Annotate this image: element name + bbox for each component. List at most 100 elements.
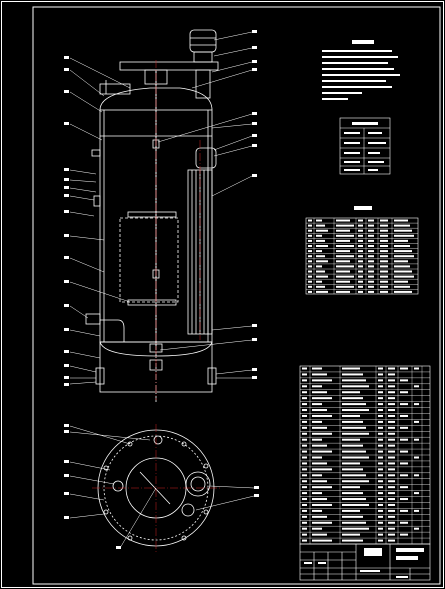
table-cell-text: [302, 533, 307, 536]
table-cell-text: [400, 391, 408, 394]
technical-notes: [322, 40, 400, 100]
table-cell-text: [394, 229, 412, 232]
table-cell-text: [312, 391, 327, 394]
table-cell-text: [380, 285, 388, 288]
table-cell-text: [312, 468, 332, 471]
table-cell-text: [342, 367, 360, 370]
inner-baffle: [119, 217, 179, 303]
table-cell-text: [378, 503, 383, 506]
table-cell-text: [302, 492, 307, 495]
table-cell-text: [312, 462, 327, 465]
table-cell-text: [316, 275, 328, 278]
table-cell-text: [378, 444, 383, 447]
table-cell-text: [394, 285, 410, 288]
table-cell-text: [336, 229, 350, 232]
spec-table: [339, 117, 391, 175]
table-cell-text: [378, 509, 383, 512]
table-cell-text: [368, 285, 374, 288]
table-cell-text: [336, 224, 354, 227]
table-cell-text: [302, 486, 307, 489]
table-cell-text: [302, 385, 307, 388]
table-cell-text: [302, 498, 307, 501]
table-cell-text: [368, 250, 374, 253]
table-cell-text: [358, 224, 363, 227]
table-cell-text: [336, 250, 350, 253]
table-cell-text: [312, 533, 327, 536]
table-cell-text: [380, 239, 388, 242]
table-cell-text: [336, 260, 350, 263]
plan-coil-nozzle: [185, 471, 211, 497]
table-cell-text: [312, 515, 327, 518]
table-cell-text: [342, 403, 366, 406]
table-cell-text: [368, 239, 374, 242]
table-cell-text: [342, 539, 363, 542]
table-cell-text: [308, 234, 312, 237]
table-cell-text: [388, 474, 395, 477]
table-cell-text: [336, 290, 350, 293]
table-cell-text: [316, 250, 322, 253]
table-cell-text: [388, 397, 395, 400]
table-cell-text: [342, 468, 363, 471]
table-cell-text: [308, 219, 312, 222]
table-cell-text: [302, 456, 307, 459]
table-cell-text: [378, 498, 383, 501]
table-cell-text: [394, 224, 410, 227]
table-cell-text: [368, 245, 374, 247]
callout-markers: [64, 30, 257, 386]
table-cell-text: [312, 450, 332, 453]
table-cell-text: [380, 245, 388, 247]
table-cell-text: [312, 438, 322, 441]
table-cell-text: [308, 255, 312, 258]
table-cell-text: [358, 250, 363, 253]
table-cell-text: [388, 450, 395, 453]
table-cell-text: [394, 260, 408, 263]
table-cell-text: [336, 270, 350, 273]
table-cell-text: [316, 285, 325, 288]
table-cell-text: [414, 420, 419, 423]
table-cell-text: [312, 367, 322, 370]
table-cell-text: [380, 270, 388, 273]
table-cell-text: [368, 260, 374, 263]
table-cell-text: [380, 234, 388, 237]
nozzle-table: [305, 206, 419, 295]
parts-list-table: [299, 365, 431, 545]
table-cell-text: [308, 239, 312, 242]
table-cell-text: [312, 409, 327, 412]
table-cell-text: [378, 539, 383, 542]
table-cell-text: [380, 280, 388, 283]
table-cell-text: [394, 234, 414, 237]
table-cell-text: [394, 290, 412, 293]
table-cell-text: [302, 462, 307, 465]
table-cell-text: [368, 229, 374, 232]
table-cell-text: [312, 480, 327, 483]
table-cell-text: [342, 486, 360, 489]
table-cell-text: [368, 275, 374, 278]
table-cell-text: [316, 234, 322, 237]
table-cell-text: [308, 290, 312, 293]
table-cell-text: [302, 468, 307, 471]
table-cell-text: [342, 462, 360, 465]
table-cell-text: [302, 474, 307, 477]
table-cell-text: [342, 373, 363, 376]
table-cell-text: [400, 533, 408, 536]
table-cell-text: [302, 367, 307, 370]
table-cell-text: [394, 280, 408, 283]
table-cell-text: [308, 229, 312, 232]
table-cell-text: [302, 420, 307, 423]
table-cell-text: [312, 486, 332, 489]
table-cell-text: [342, 515, 363, 518]
table-cell-text: [414, 403, 419, 406]
table-cell-text: [302, 432, 307, 435]
table-cell-text: [302, 480, 307, 483]
table-cell-text: [358, 275, 363, 278]
table-cell-text: [358, 270, 363, 273]
table-cell-text: [368, 224, 374, 227]
table-cell-text: [378, 391, 383, 394]
table-cell-text: [400, 367, 408, 370]
gearbox: [193, 51, 213, 63]
table-cell-text: [368, 265, 374, 268]
table-cell-text: [414, 527, 419, 530]
table-cell-text: [312, 509, 322, 512]
table-cell-text: [312, 474, 322, 477]
